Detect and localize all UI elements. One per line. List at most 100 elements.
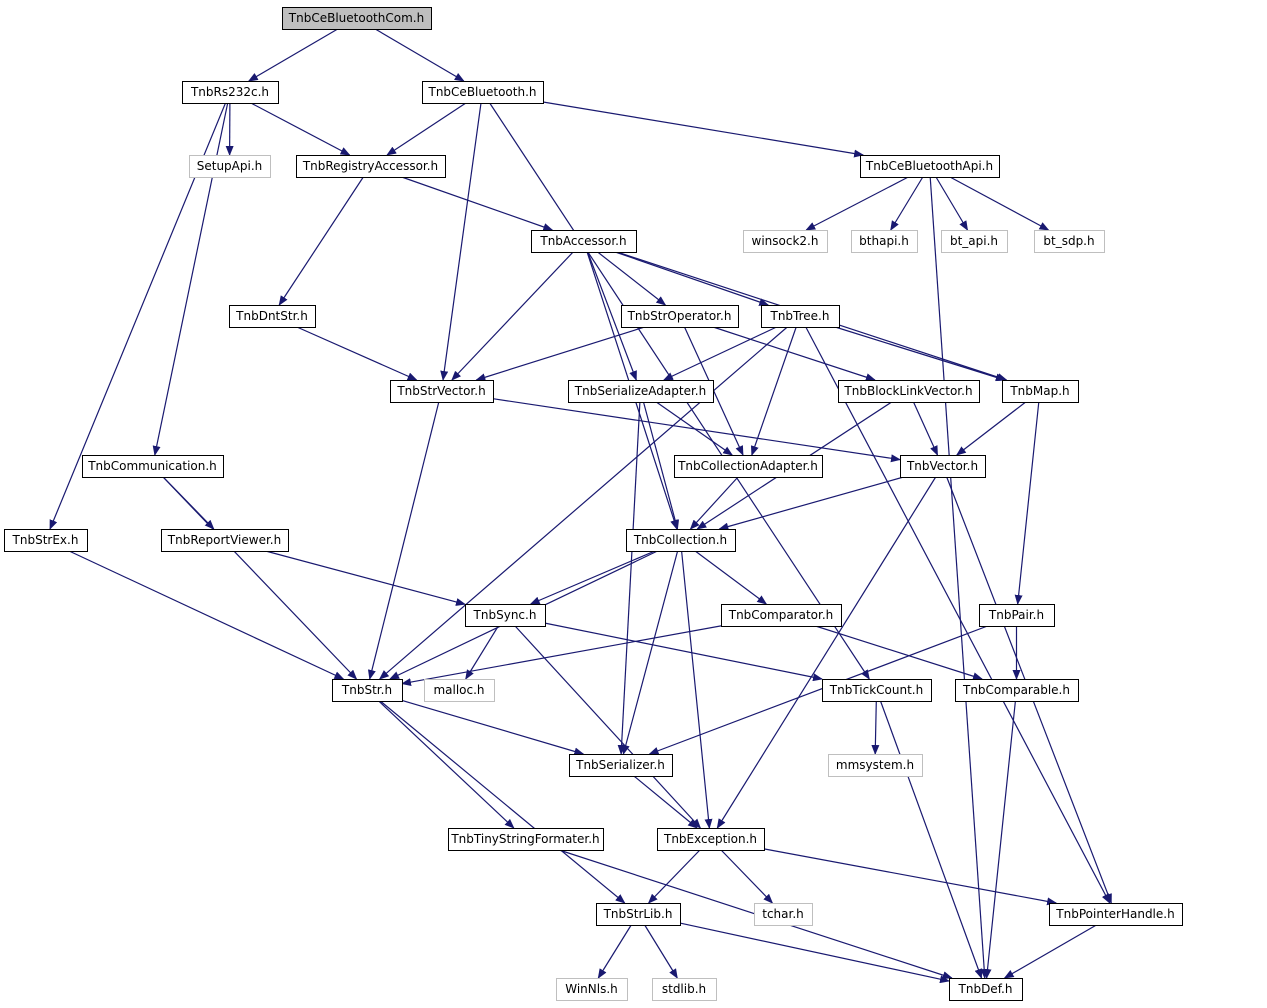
edge-vector-to-collection xyxy=(718,476,904,531)
node-root[interactable]: TnbCeBluetoothCom.h xyxy=(282,7,432,30)
node-stroperator[interactable]: TnbStrOperator.h xyxy=(621,305,739,328)
edge-accessor-to-stroperator xyxy=(597,251,667,306)
node-vector[interactable]: TnbVector.h xyxy=(900,455,986,478)
edge-tickcount-to-def xyxy=(879,700,983,979)
edge-root-to-rs232c xyxy=(247,28,339,82)
node-label: TnbTickCount.h xyxy=(829,683,923,697)
edge-accessor-to-tree xyxy=(615,251,770,306)
node-label: TnbSerializeAdapter.h xyxy=(574,384,706,398)
node-regacc[interactable]: TnbRegistryAccessor.h xyxy=(296,155,446,178)
edge-seradapter-to-coladapter xyxy=(655,401,734,456)
edge-str-to-tinyfmt xyxy=(378,700,515,829)
edge-comparator-to-comparable xyxy=(815,625,983,681)
node-map[interactable]: TnbMap.h xyxy=(1002,380,1079,403)
edge-tree-to-seradapter xyxy=(662,326,777,381)
node-label: TnbTree.h xyxy=(770,309,830,323)
node-collection[interactable]: TnbCollection.h xyxy=(626,529,736,552)
node-label: TnbCollectionAdapter.h xyxy=(677,459,818,473)
node-rs232c[interactable]: TnbRs232c.h xyxy=(182,81,279,104)
edge-blvector-to-vector xyxy=(912,401,939,456)
node-box xyxy=(1034,230,1105,253)
node-strex[interactable]: TnbStrEx.h xyxy=(4,529,88,552)
edge-cebtapi-to-btapi xyxy=(935,176,969,231)
node-str[interactable]: TnbStr.h xyxy=(332,679,403,702)
edge-pair-to-serializer xyxy=(648,625,988,755)
node-accessor[interactable]: TnbAccessor.h xyxy=(531,230,637,253)
node-box xyxy=(838,380,980,403)
node-box xyxy=(860,155,1000,178)
edge-cebtapi-to-def xyxy=(929,176,989,979)
edge-comparator-to-str xyxy=(401,625,722,687)
edge-accessor-to-strvector xyxy=(451,251,574,381)
node-label: TnbCeBluetooth.h xyxy=(428,85,537,99)
node-box xyxy=(390,380,494,403)
edge-cebt-to-strvector xyxy=(440,102,482,381)
node-winnls: WinNls.h xyxy=(556,978,628,1001)
node-label: TnbAccessor.h xyxy=(539,234,626,248)
node-pair[interactable]: TnbPair.h xyxy=(979,604,1055,627)
node-label: TnbStrLib.h xyxy=(603,907,673,921)
node-reportviewer[interactable]: TnbReportViewer.h xyxy=(161,529,289,552)
node-box xyxy=(674,455,823,478)
node-strlib[interactable]: TnbStrLib.h xyxy=(596,903,681,926)
node-cebt[interactable]: TnbCeBluetooth.h xyxy=(422,81,544,104)
edge-ptrhandle-to-def xyxy=(1003,924,1097,979)
node-tickcount[interactable]: TnbTickCount.h xyxy=(822,679,932,702)
node-box xyxy=(851,230,918,253)
edge-stroperator-to-blvector xyxy=(712,326,876,381)
node-tchar: tchar.h xyxy=(754,903,813,926)
node-coladapter[interactable]: TnbCollectionAdapter.h xyxy=(674,455,823,478)
edge-sync-to-malloc xyxy=(465,625,499,680)
node-box xyxy=(652,978,717,1001)
node-label: TnbCollection.h xyxy=(633,533,727,547)
edge-cebtapi-to-winsock2 xyxy=(805,176,909,231)
node-tree[interactable]: TnbTree.h xyxy=(761,305,840,328)
edge-cebtapi-to-bthapi xyxy=(890,176,924,231)
edge-strvector-to-vector xyxy=(492,398,901,463)
node-dntstr[interactable]: TnbDntStr.h xyxy=(229,305,316,328)
edge-strex-to-str xyxy=(68,550,345,680)
edge-cebtapi-to-btsdp xyxy=(949,176,1050,231)
node-label: stdlib.h xyxy=(662,982,706,996)
node-label: TnbComparable.h xyxy=(962,683,1070,697)
node-box xyxy=(828,754,923,777)
edge-accessor-to-seradapter xyxy=(587,251,637,381)
node-box xyxy=(465,604,546,627)
node-communication[interactable]: TnbCommunication.h xyxy=(82,455,224,478)
node-box xyxy=(568,380,714,403)
node-btapi: bt_api.h xyxy=(941,230,1008,253)
edge-communication-to-str xyxy=(162,476,358,680)
node-comparable[interactable]: TnbComparable.h xyxy=(955,679,1079,702)
node-label: TnbPointerHandle.h xyxy=(1055,907,1174,921)
node-tinyfmt[interactable]: TnbTinyStringFormater.h xyxy=(448,828,604,851)
node-label: TnbSync.h xyxy=(473,608,537,622)
node-winsock2: winsock2.h xyxy=(743,230,828,253)
node-seradapter[interactable]: TnbSerializeAdapter.h xyxy=(568,380,714,403)
node-strvector[interactable]: TnbStrVector.h xyxy=(390,380,494,403)
edge-coladapter-to-collection xyxy=(689,476,739,530)
node-setupapi: SetupApi.h xyxy=(189,155,271,178)
node-blvector[interactable]: TnbBlockLinkVector.h xyxy=(838,380,980,403)
node-label: bt_api.h xyxy=(950,234,998,248)
node-label: TnbStrOperator.h xyxy=(627,309,732,323)
node-comparator[interactable]: TnbComparator.h xyxy=(721,604,842,627)
node-label: tchar.h xyxy=(762,907,804,921)
node-def[interactable]: TnbDef.h xyxy=(949,978,1023,1001)
node-label: TnbCeBluetoothApi.h xyxy=(865,159,993,173)
node-label: TnbDntStr.h xyxy=(235,309,308,323)
node-label: TnbCeBluetoothCom.h xyxy=(288,11,424,25)
node-exception[interactable]: TnbException.h xyxy=(657,828,765,851)
node-box xyxy=(761,305,840,328)
node-serializer[interactable]: TnbSerializer.h xyxy=(569,754,673,777)
node-label: malloc.h xyxy=(433,683,484,697)
node-ptrhandle[interactable]: TnbPointerHandle.h xyxy=(1049,903,1183,926)
node-cebtapi[interactable]: TnbCeBluetoothApi.h xyxy=(860,155,1000,178)
node-label: TnbDef.h xyxy=(958,982,1013,996)
node-btsdp: bt_sdp.h xyxy=(1034,230,1105,253)
node-sync[interactable]: TnbSync.h xyxy=(465,604,546,627)
edge-map-to-pair xyxy=(1014,401,1040,605)
edge-collection-to-comparator xyxy=(694,550,768,605)
node-box xyxy=(941,230,1008,253)
